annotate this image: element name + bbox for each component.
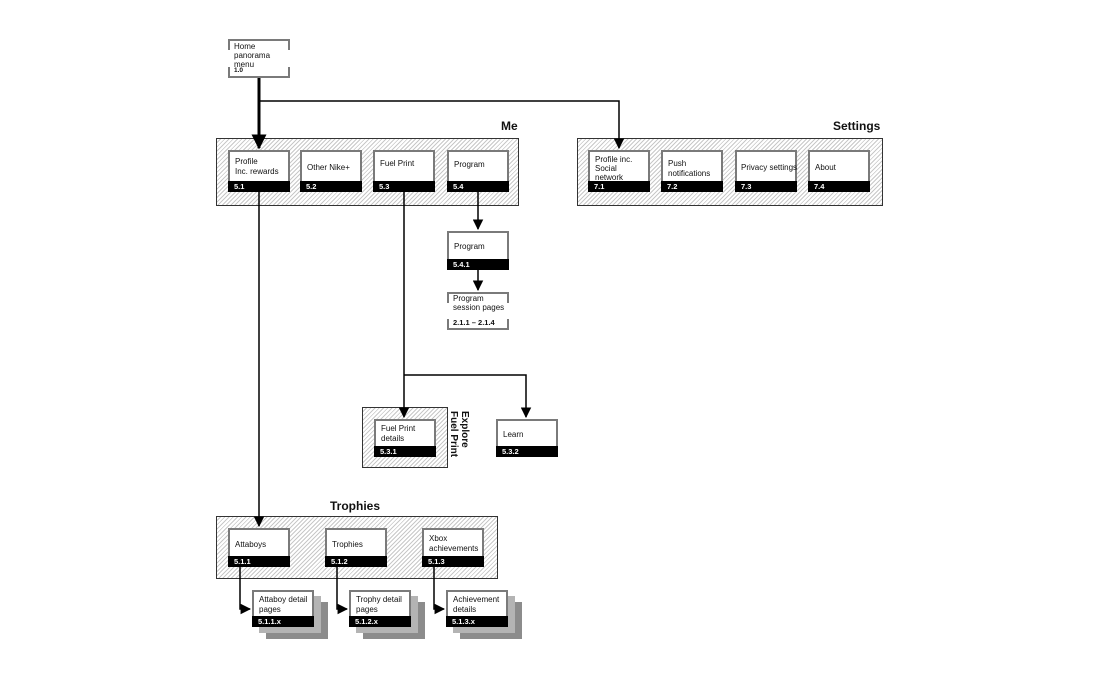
node-label: Other Nike+ [307, 163, 350, 172]
label-line: details [381, 434, 405, 443]
border-left-top [447, 292, 449, 303]
label-line: Inc. rewards [235, 167, 279, 176]
settings-group-title: Settings [833, 119, 881, 133]
label-line: Social network [595, 164, 624, 182]
label-line: Program [453, 294, 484, 303]
node-id-bar: 5.2 [300, 181, 362, 192]
label-line: pages [356, 605, 378, 614]
node-label: Fuel Print [380, 159, 415, 168]
border-left-bottom [447, 319, 449, 330]
border-right-bottom [507, 319, 509, 330]
node-id: 2.1.1 – 2.1.4 [453, 318, 495, 327]
home-node-border-left-bottom [228, 67, 230, 78]
explore-title-line-1: Explore [459, 411, 470, 448]
home-node-id: 1.0 [234, 67, 244, 74]
node-program[interactable]: Program 5.4 [447, 150, 509, 192]
home-node-border-bottom [228, 76, 290, 78]
node-label: Program [454, 242, 485, 251]
node-id-bar: 5.3 [373, 181, 435, 192]
home-node-border-right-bottom [288, 67, 290, 78]
node-id-bar: 7.4 [808, 181, 870, 192]
label-line: Xbox [429, 534, 448, 543]
home-node-border-left-top [228, 39, 230, 50]
node-id-bar: 5.1.1.x [252, 616, 314, 627]
border-bottom [447, 328, 509, 330]
node-program-detail[interactable]: Program 5.4.1 [447, 231, 509, 270]
label-line: Fuel Print [381, 424, 416, 433]
node-other-nike[interactable]: Other Nike+ 5.2 [300, 150, 362, 192]
node-id-bar: 5.1.3.x [446, 616, 508, 627]
node-id-bar: 5.1.2.x [349, 616, 411, 627]
node-id-bar: 5.1.3 [422, 556, 484, 567]
node-trophies[interactable]: Trophies 5.1.2 [325, 528, 387, 567]
node-label: Trophies [332, 540, 363, 549]
node-id-bar: 5.4 [447, 181, 509, 192]
me-group-title: Me [501, 119, 518, 133]
node-id-bar: 5.3.1 [374, 446, 436, 457]
label-line: notifications [668, 169, 711, 178]
label-line: Achievement [453, 595, 500, 604]
node-id-bar: 7.1 [588, 181, 650, 192]
node-id-bar: 5.1.2 [325, 556, 387, 567]
label-line: session pages [453, 303, 505, 312]
label-line: Push [668, 159, 687, 168]
node-label: Program [454, 160, 485, 169]
node-label: Learn [503, 430, 524, 439]
label-line: achievements [429, 544, 479, 553]
node-fuel-print[interactable]: Fuel Print 5.3 [373, 150, 435, 192]
label-line: Profile inc. [595, 155, 633, 164]
node-id-bar: 5.4.1 [447, 259, 509, 270]
node-id-bar: 5.3.2 [496, 446, 558, 457]
border-top [447, 292, 509, 294]
node-id-bar: 5.1 [228, 181, 290, 192]
home-node-border-top [228, 39, 290, 41]
node-id-bar: 5.1.1 [228, 556, 290, 567]
home-line-1: Home [234, 42, 256, 51]
node-profile-social[interactable]: Profile inc.Social networkconnections 7.… [588, 150, 650, 192]
node-id-bar: 7.3 [735, 181, 797, 192]
node-learn[interactable]: Learn 5.3.2 [496, 419, 558, 457]
label-line: pages [259, 605, 281, 614]
trophies-group-title: Trophies [330, 499, 381, 513]
label-line: Attaboy detail [259, 595, 308, 604]
node-label: Attaboys [235, 540, 267, 549]
home-node-label: Home panorama menu [234, 42, 270, 69]
node-attaboys[interactable]: Attaboys 5.1.1 [228, 528, 290, 567]
home-line-3: menu [234, 60, 255, 69]
label-line: Trophy detail [356, 595, 402, 604]
label-line: Profile [235, 157, 258, 166]
node-about[interactable]: About 7.4 [808, 150, 870, 192]
label-line: details [453, 605, 477, 614]
border-right-top [507, 292, 509, 303]
node-label: About [815, 163, 836, 172]
explore-fuel-print-title: Explore Fuel Print [448, 411, 470, 457]
home-node[interactable]: Home panorama menu 1.0 [228, 39, 290, 78]
node-label: Privacy settings [741, 163, 798, 172]
home-line-2: panorama [234, 51, 271, 60]
explore-title-line-2: Fuel Print [448, 411, 459, 458]
home-node-border-right-top [288, 39, 290, 50]
node-privacy-settings[interactable]: Privacy settings 7.3 [735, 150, 797, 192]
node-id-bar: 7.2 [661, 181, 723, 192]
